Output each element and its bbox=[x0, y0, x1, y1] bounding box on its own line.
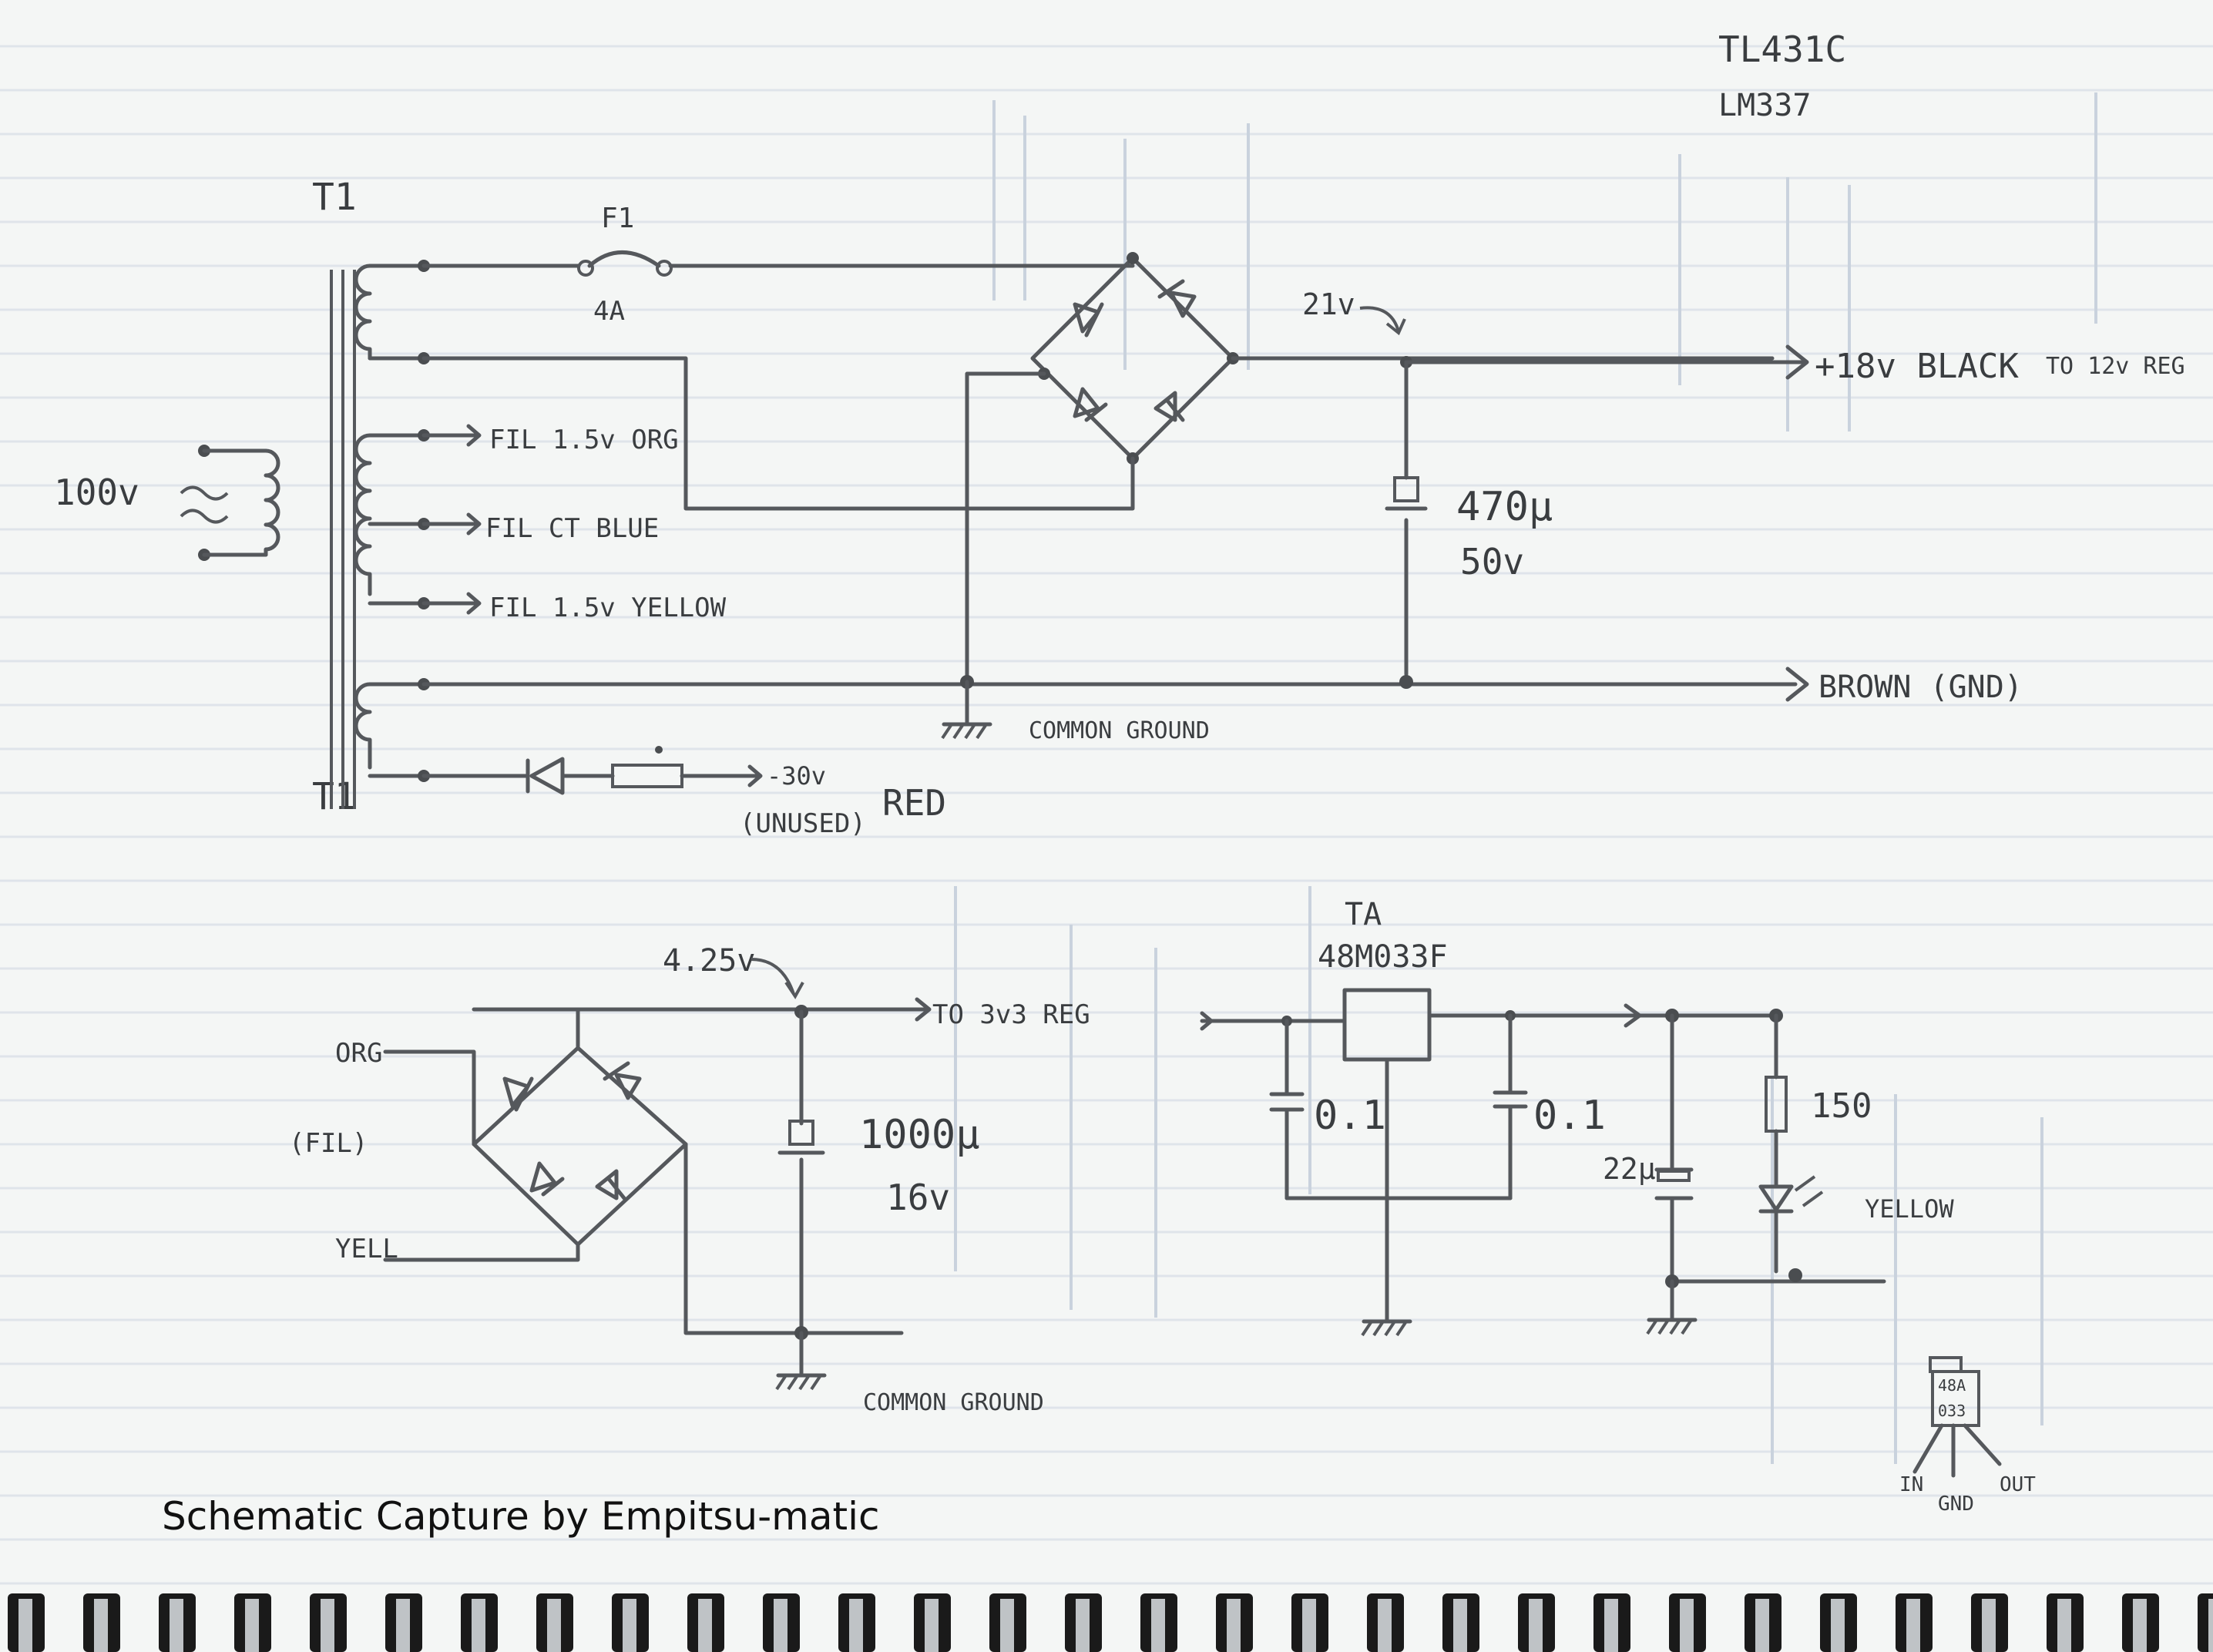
reg-resistor: 150 bbox=[1811, 1086, 1872, 1126]
spiral-ring-highlight bbox=[1906, 1599, 1920, 1652]
main-output-note: TO 12v REG bbox=[2046, 353, 2185, 380]
fil-tap-center: FIL CT BLUE bbox=[485, 513, 659, 544]
main-ground-label: COMMON GROUND bbox=[1029, 717, 1210, 744]
spiral-ring-highlight bbox=[472, 1599, 485, 1652]
fuse-symbol bbox=[421, 250, 1135, 277]
spiral-ring-highlight bbox=[170, 1599, 183, 1652]
secondary-winding-bias bbox=[354, 678, 430, 782]
fil-cap-value: 1000µ bbox=[859, 1112, 980, 1158]
main-ground-symbol bbox=[941, 680, 992, 740]
negative-tap-circuit bbox=[421, 746, 763, 795]
transformer-label: T1 bbox=[312, 176, 357, 219]
fil-node-arrow bbox=[751, 958, 804, 999]
pinout-body-2: 033 bbox=[1938, 1402, 1966, 1420]
main-output-arrow bbox=[1404, 344, 1809, 380]
spiral-ring-highlight bbox=[1755, 1599, 1769, 1652]
pinout-in: IN bbox=[1899, 1473, 1923, 1496]
spiral-ring-highlight bbox=[698, 1599, 712, 1652]
fil-tap-orange: FIL 1.5v ORG bbox=[489, 425, 679, 455]
wire-bridge-neg-to-ground bbox=[965, 371, 1046, 684]
spiral-ring-highlight bbox=[1378, 1599, 1392, 1652]
spiral-ring-highlight bbox=[1302, 1599, 1316, 1652]
spiral-ring-highlight bbox=[1982, 1599, 1996, 1652]
neg-tap-status: (UNUSED) bbox=[740, 808, 866, 839]
neg-tap-voltage: -30v bbox=[767, 761, 826, 791]
note-lm337: LM337 bbox=[1718, 88, 1811, 123]
spiral-ring-highlight bbox=[2208, 1599, 2213, 1652]
spiral-ring-highlight bbox=[1076, 1599, 1090, 1652]
spiral-ring-highlight bbox=[245, 1599, 259, 1652]
main-bridge-rectifier bbox=[1030, 252, 1239, 465]
fuse-rating: 4A bbox=[593, 296, 625, 327]
spiral-ring-highlight bbox=[1529, 1599, 1543, 1652]
bleed-through-marks bbox=[954, 92, 2097, 1464]
spiral-ring-highlight bbox=[2057, 1599, 2071, 1652]
fil-cap-voltage: 16v bbox=[886, 1177, 950, 1218]
transformer-label-bottom: T1 bbox=[312, 775, 357, 818]
reg-part: 48M033F bbox=[1318, 939, 1448, 975]
reg-circuit bbox=[1200, 988, 1886, 1337]
main-filter-capacitor bbox=[1385, 360, 1428, 677]
main-gnd-output-label: BROWN (GND) bbox=[1818, 670, 2023, 705]
spiral-ring-highlight bbox=[1000, 1599, 1014, 1652]
reg-led: YELLOW bbox=[1865, 1194, 1954, 1224]
spiral-ring-highlight bbox=[1831, 1599, 1845, 1652]
reg-cap-out: 0.1 bbox=[1533, 1093, 1606, 1139]
main-node-arrow bbox=[1359, 306, 1406, 336]
spiral-ring-highlight bbox=[547, 1599, 561, 1652]
pinout-body-1: 48A bbox=[1938, 1376, 1966, 1395]
main-cap-value: 470µ bbox=[1456, 484, 1553, 530]
spiral-binding bbox=[8, 1593, 2213, 1652]
main-ground-rail bbox=[421, 667, 1809, 702]
primary-voltage: 100v bbox=[54, 472, 139, 513]
spiral-ring-highlight bbox=[849, 1599, 863, 1652]
spiral-ring-highlight bbox=[623, 1599, 636, 1652]
neg-tap-color: RED bbox=[882, 782, 946, 824]
spiral-ring-highlight bbox=[94, 1599, 108, 1652]
wire-fil-yell bbox=[383, 1242, 580, 1262]
fil-tap-yellow: FIL 1.5v YELLOW bbox=[489, 593, 727, 623]
fuse-label: F1 bbox=[601, 203, 634, 234]
fil-output-label: TO 3v3 REG bbox=[932, 999, 1090, 1030]
wire-fil-bridge-neg bbox=[683, 1142, 904, 1335]
fil-filter-capacitor bbox=[777, 1009, 825, 1335]
reg-pinout-sketch bbox=[1912, 1356, 2002, 1478]
spiral-ring-highlight bbox=[1227, 1599, 1241, 1652]
caption: Schematic Capture by Empitsu-matic bbox=[162, 1494, 879, 1539]
fil-output-wire bbox=[472, 997, 932, 1022]
fil-node-voltage: 4.25v bbox=[663, 943, 755, 979]
pinout-gnd: GND bbox=[1938, 1493, 1974, 1516]
wire-secondary-to-bridge bbox=[421, 356, 1135, 511]
fil-in-fil: (FIL) bbox=[289, 1128, 368, 1159]
spiral-ring-highlight bbox=[321, 1599, 334, 1652]
spiral-ring-highlight bbox=[1604, 1599, 1618, 1652]
fil-ground-symbol bbox=[775, 1331, 827, 1391]
fil-ground-label: COMMON GROUND bbox=[863, 1389, 1044, 1416]
reg-cap-bulk: 22µ bbox=[1603, 1152, 1656, 1186]
spiral-ring-highlight bbox=[1151, 1599, 1165, 1652]
reg-cap-in: 0.1 bbox=[1314, 1093, 1386, 1139]
spiral-ring-highlight bbox=[396, 1599, 410, 1652]
primary-winding bbox=[180, 445, 280, 561]
pinout-out: OUT bbox=[2000, 1473, 2036, 1496]
secondary-winding-main bbox=[354, 260, 430, 364]
spiral-ring-highlight bbox=[18, 1599, 32, 1652]
main-output-label: +18v BLACK bbox=[1815, 347, 2019, 386]
main-node-voltage: 21v bbox=[1302, 287, 1355, 321]
spiral-ring-highlight bbox=[925, 1599, 939, 1652]
main-cap-voltage: 50v bbox=[1460, 541, 1524, 583]
fil-bridge-rectifier bbox=[472, 1046, 688, 1247]
spiral-ring-highlight bbox=[1680, 1599, 1694, 1652]
spiral-ring-highlight bbox=[1453, 1599, 1467, 1652]
reg-name: TA bbox=[1345, 897, 1382, 932]
fil-in-org: ORG bbox=[335, 1038, 382, 1069]
spiral-ring-highlight bbox=[2133, 1599, 2147, 1652]
secondary-winding-filament bbox=[354, 424, 482, 615]
note-tl431c: TL431C bbox=[1718, 29, 1846, 70]
transformer-core bbox=[330, 270, 356, 809]
wire-fil-org bbox=[383, 1049, 476, 1147]
spiral-ring-highlight bbox=[774, 1599, 787, 1652]
